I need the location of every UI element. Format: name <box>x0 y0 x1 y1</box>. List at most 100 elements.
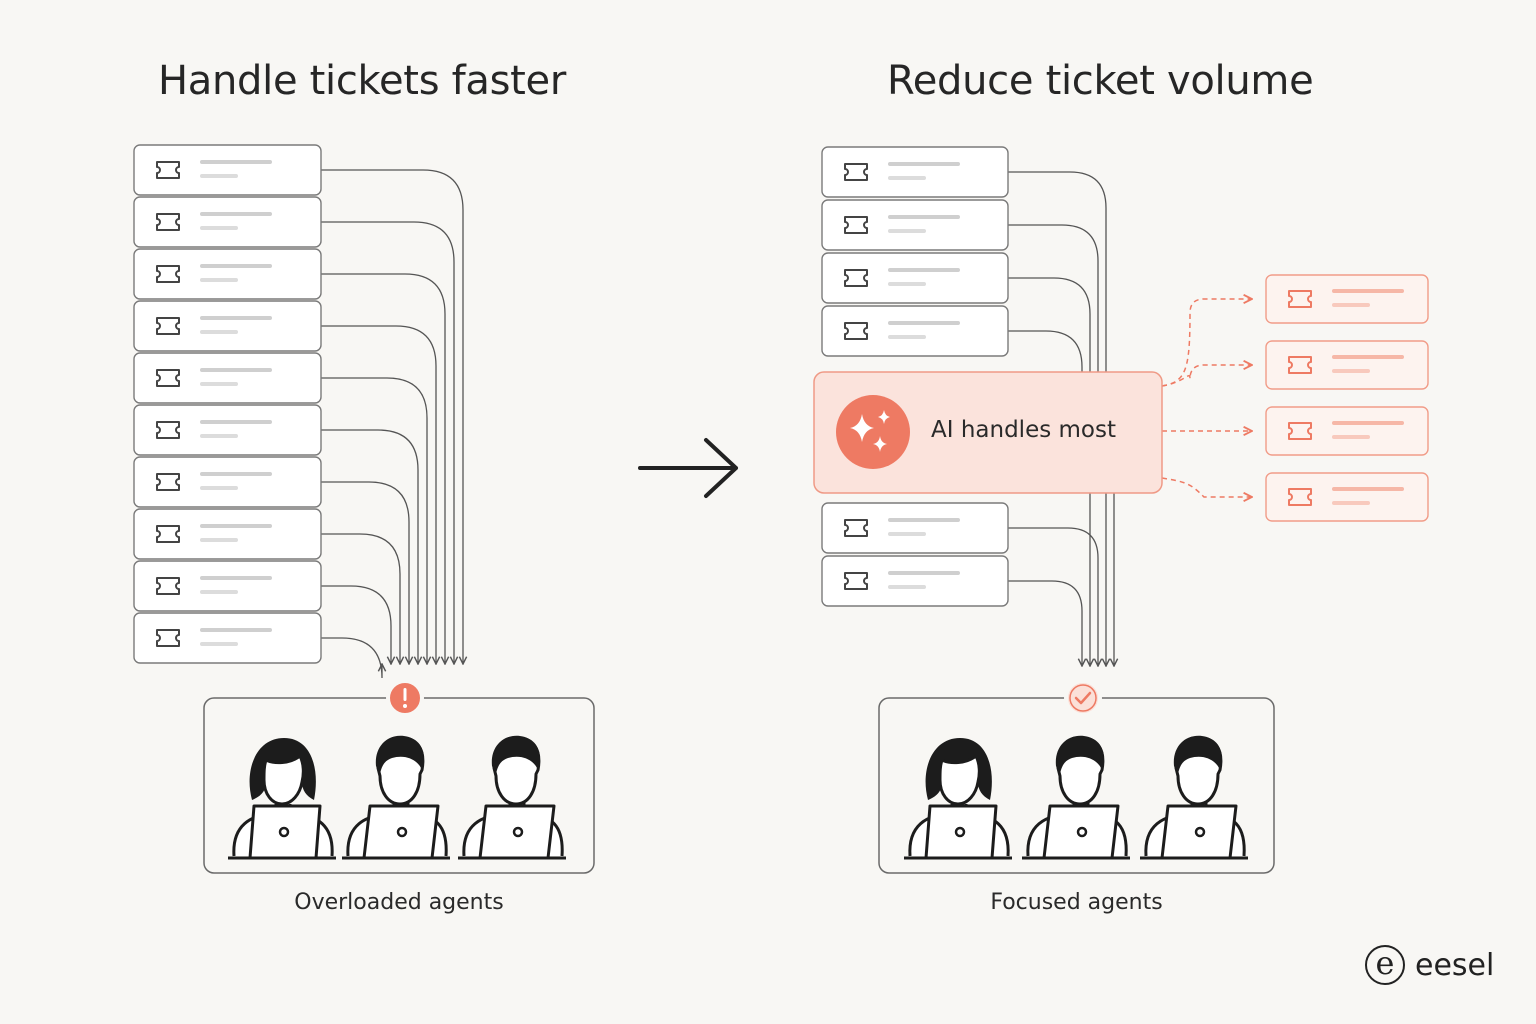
ticket-text-line <box>888 268 960 272</box>
ticket-text-line <box>888 321 960 325</box>
ticket <box>133 456 322 508</box>
ticket <box>133 560 322 612</box>
ticket-text-line <box>1332 487 1404 491</box>
ai-resolved-flow-lines <box>1161 299 1252 497</box>
ticket-text-line <box>888 162 960 166</box>
ticket-text-line <box>200 226 238 230</box>
flow-line <box>321 533 400 664</box>
right-incoming-tickets <box>821 146 1009 357</box>
ticket-text-line <box>888 571 960 575</box>
flow-line <box>1008 330 1083 372</box>
ticket-text-line <box>888 335 926 339</box>
ticket <box>133 196 322 248</box>
flow-line <box>1008 171 1107 372</box>
left-flow-lines <box>321 169 463 679</box>
ticket-text-line <box>200 330 238 334</box>
ai-flow-line <box>1161 365 1252 387</box>
ticket <box>133 144 322 196</box>
ticket <box>821 305 1009 357</box>
ticket <box>821 146 1009 198</box>
flow-line <box>321 481 409 664</box>
ticket <box>133 404 322 456</box>
flow-line <box>1008 580 1082 666</box>
brand-mark: e <box>1365 945 1405 985</box>
ai-resolved-ticket <box>1265 340 1429 390</box>
ticket <box>133 300 322 352</box>
ticket-text-line <box>888 532 926 536</box>
ticket-text-line <box>200 316 272 320</box>
ai-flow-line <box>1161 477 1252 497</box>
flow-line <box>321 221 454 664</box>
ticket <box>133 248 322 300</box>
right-flow-lines <box>1008 171 1114 666</box>
ticket <box>133 352 322 404</box>
ticket-text-line <box>888 282 926 286</box>
ticket-text-line <box>200 486 238 490</box>
right-remaining-tickets <box>821 502 1009 607</box>
ticket-text-line <box>200 472 272 476</box>
ticket-text-line <box>1332 435 1370 439</box>
ticket-text-line <box>888 585 926 589</box>
ticket-text-line <box>200 160 272 164</box>
ticket-text-line <box>200 212 272 216</box>
ticket-text-line <box>200 576 272 580</box>
flow-line <box>321 637 382 679</box>
brand-name: eesel <box>1415 947 1495 983</box>
ai-resolved-ticket <box>1265 406 1429 456</box>
ticket-text-line <box>1332 355 1404 359</box>
right-panel-title: Reduce ticket volume <box>887 58 1314 104</box>
flow-line <box>321 325 436 664</box>
left-panel-title: Handle tickets faster <box>158 58 567 104</box>
ticket-text-line <box>200 628 272 632</box>
arrow-right-icon <box>638 438 738 498</box>
ticket-text-line <box>200 264 272 268</box>
right-caption: Focused agents <box>990 890 1163 915</box>
ticket-text-line <box>200 420 272 424</box>
flow-line <box>321 585 391 664</box>
ticket-text-line <box>200 434 238 438</box>
ticket-text-line <box>888 215 960 219</box>
ticket <box>821 502 1009 554</box>
ai-resolved-ticket <box>1265 472 1429 522</box>
ticket <box>133 612 322 664</box>
ticket-text-line <box>1332 421 1404 425</box>
ticket-text-line <box>888 229 926 233</box>
ticket-text-line <box>1332 303 1370 307</box>
ticket-text-line <box>1332 289 1404 293</box>
flow-line <box>321 377 427 664</box>
ticket-text-line <box>200 382 238 386</box>
ticket-text-line <box>200 538 238 542</box>
ticket-text-line <box>200 278 238 282</box>
ticket-text-line <box>888 518 960 522</box>
ticket-text-line <box>200 368 272 372</box>
ticket-text-line <box>200 642 238 646</box>
ticket-text-line <box>1332 369 1370 373</box>
ticket <box>821 199 1009 251</box>
ai-resolved-tickets <box>1265 274 1429 522</box>
ticket-text-line <box>200 524 272 528</box>
ticket-text-line <box>888 176 926 180</box>
flow-line <box>321 169 463 664</box>
left-caption: Overloaded agents <box>294 890 504 915</box>
ai-handles-box <box>813 371 1163 494</box>
ticket <box>821 252 1009 304</box>
alert-icon <box>386 679 424 717</box>
sparkles-icon <box>836 395 910 469</box>
ai-flow-line <box>1161 299 1252 387</box>
flow-line <box>1008 224 1099 372</box>
ticket <box>821 555 1009 607</box>
ticket-text-line <box>200 174 238 178</box>
ai-box-label: AI handles most <box>931 417 1116 443</box>
flow-line <box>321 429 418 664</box>
ticket-text-line <box>1332 501 1370 505</box>
left-ticket-stack <box>133 144 322 664</box>
flow-line <box>1008 277 1091 372</box>
ticket <box>133 508 322 560</box>
ai-resolved-ticket <box>1265 274 1429 324</box>
ticket-text-line <box>200 590 238 594</box>
check-icon <box>1064 679 1102 717</box>
flow-line <box>321 273 445 664</box>
flow-line <box>1008 527 1098 666</box>
brand-logo: e eesel <box>1365 942 1494 988</box>
